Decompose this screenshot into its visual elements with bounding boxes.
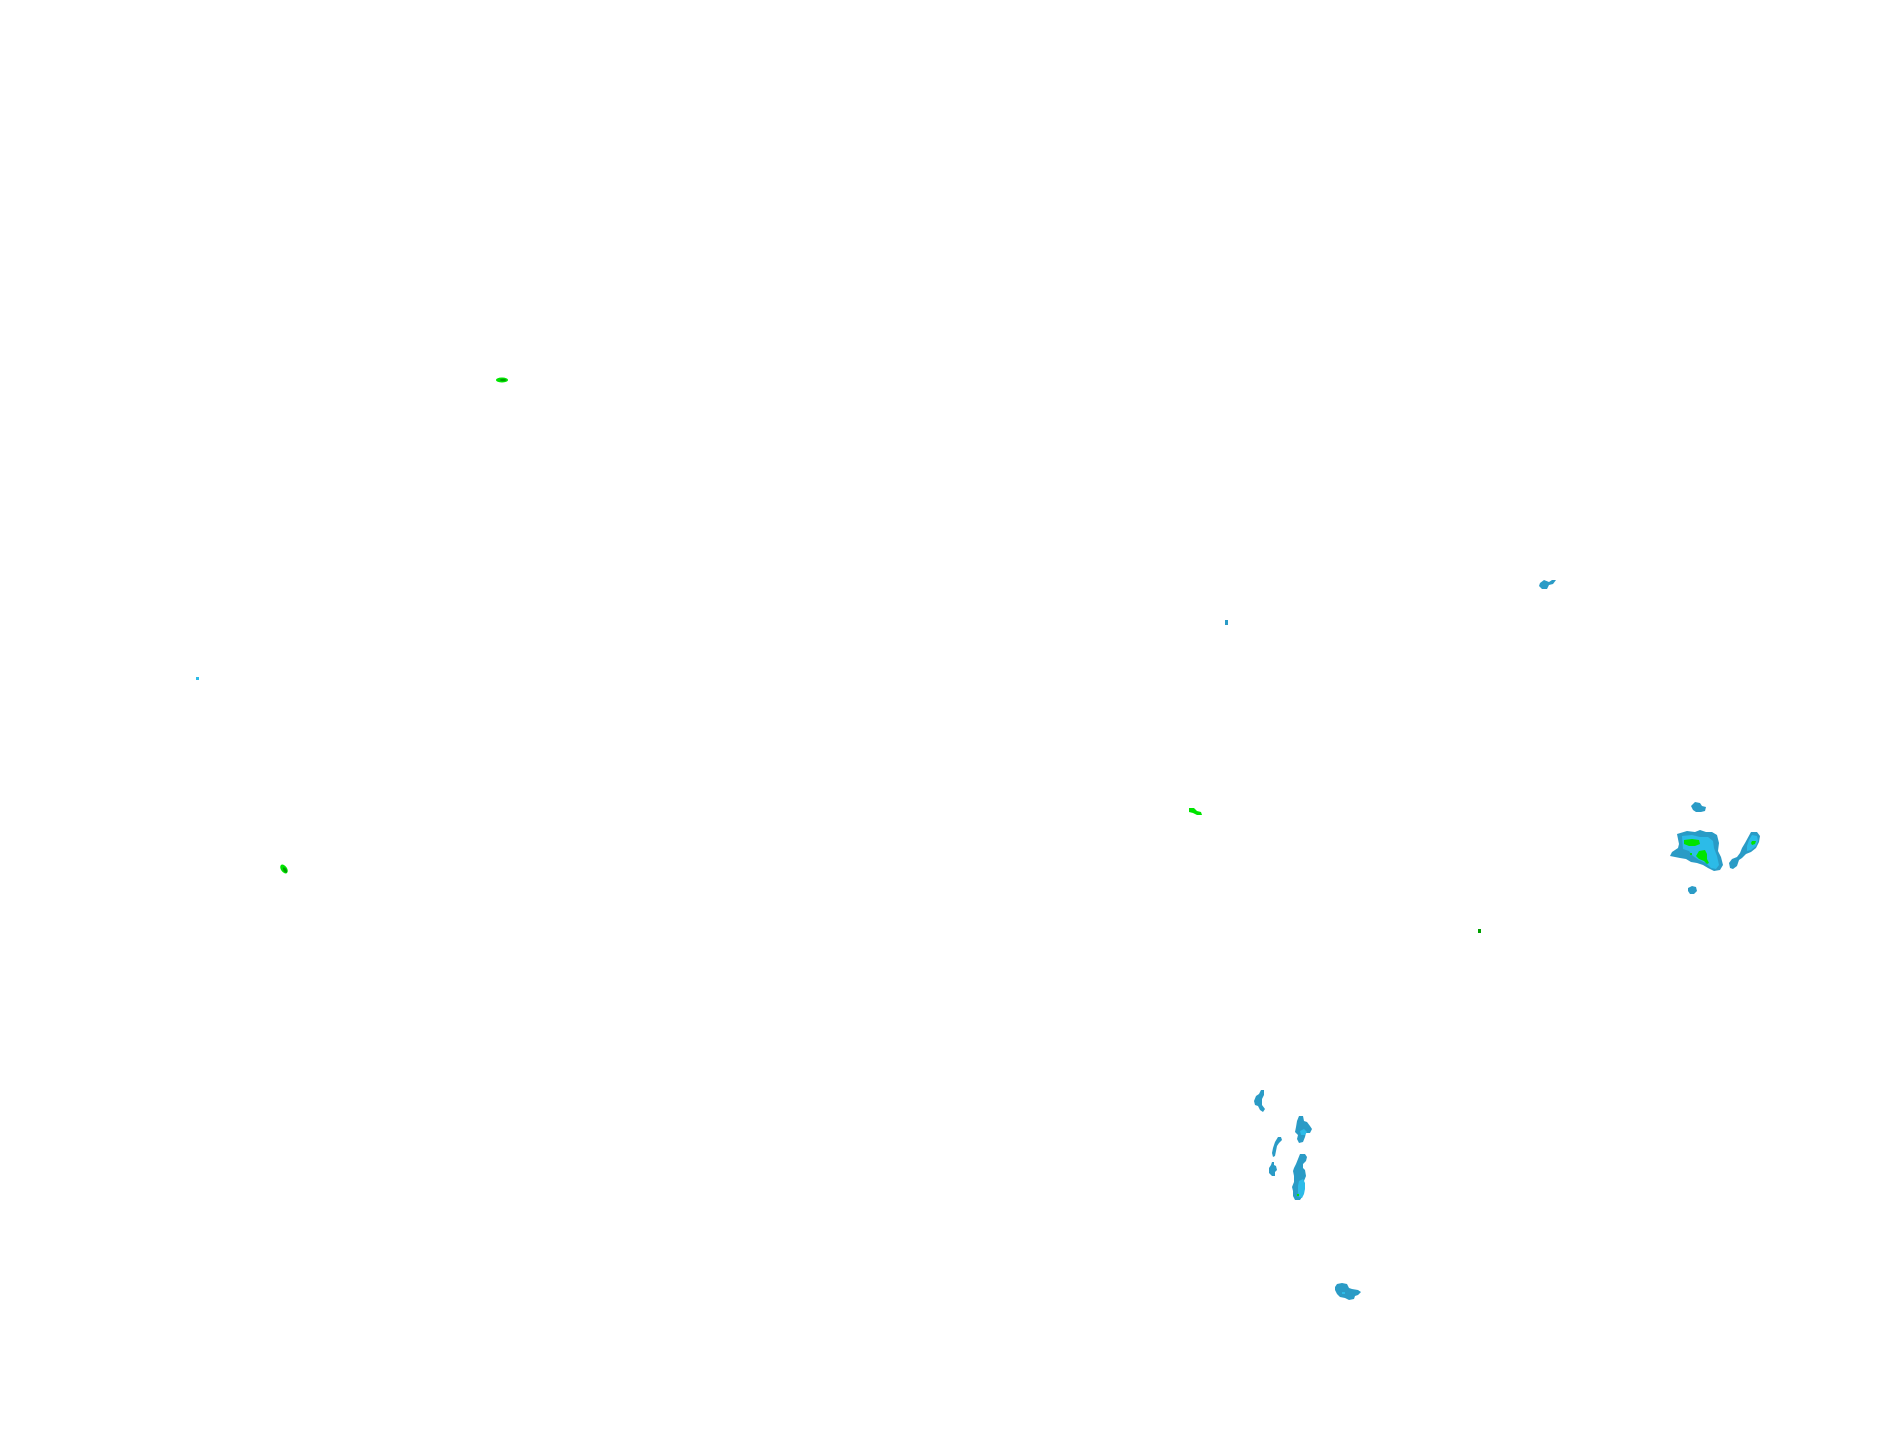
echo-cluster-east [1670, 802, 1760, 894]
echo-speck-west [196, 677, 199, 680]
echo-cell-northeast [1539, 580, 1556, 589]
echo-cell-central-green [1189, 808, 1202, 815]
echo-cell-southwest [280, 864, 288, 874]
echo-cell-south [1335, 1283, 1361, 1300]
echo-band-south [1254, 1090, 1361, 1300]
echo-speck-east [1478, 929, 1481, 933]
echo-speck-central [1225, 620, 1228, 625]
echo-cell-northwest [496, 377, 508, 383]
